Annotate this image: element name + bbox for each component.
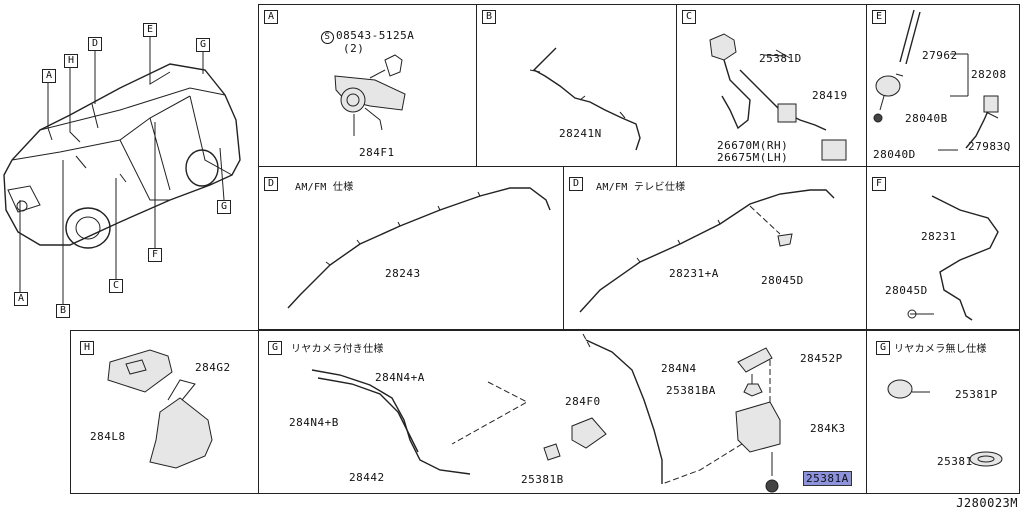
part-label-26670m[interactable]: 26670M(RH) bbox=[717, 139, 789, 152]
spec-label: AM/FM テレビ仕様 bbox=[596, 182, 686, 193]
panel-tag: G bbox=[876, 341, 890, 355]
vehicle-illustration bbox=[3, 36, 241, 304]
vehicle-callout-c[interactable]: A bbox=[42, 69, 56, 83]
panel-tag: G bbox=[268, 341, 282, 355]
spec-label: AM/FM 仕様 bbox=[295, 182, 354, 193]
part-label-28045d-f[interactable]: 28045D bbox=[885, 284, 928, 297]
part-label-28419[interactable]: 28419 bbox=[812, 89, 848, 102]
panel-b: B 28241N bbox=[476, 4, 677, 167]
part-label-28231a[interactable]: 28231+A bbox=[669, 267, 719, 280]
part-label-284k3[interactable]: 284K3 bbox=[810, 422, 846, 435]
vehicle-callout-d[interactable]: D bbox=[88, 37, 102, 51]
panel-tag: D bbox=[569, 177, 583, 191]
vehicle-callout-g-top[interactable]: G bbox=[196, 38, 210, 52]
part-label-25381d[interactable]: 25381D bbox=[759, 52, 802, 65]
part-label-28442[interactable]: 28442 bbox=[349, 471, 385, 484]
part-label-26675m[interactable]: 26675M(LH) bbox=[717, 151, 789, 164]
part-label-25381a-highlighted[interactable]: 25381A bbox=[803, 471, 852, 486]
diagram-id: J280023M bbox=[956, 496, 1018, 510]
spec-label: リヤカメラ付き仕様 bbox=[291, 344, 384, 355]
panel-tag: D bbox=[264, 177, 278, 191]
part-label-28208[interactable]: 28208 bbox=[971, 68, 1007, 81]
part-label-284n4b[interactable]: 284N4+B bbox=[289, 416, 339, 429]
panel-tag: H bbox=[80, 341, 94, 355]
part-label-284f1[interactable]: 284F1 bbox=[359, 146, 395, 159]
part-label-28045d[interactable]: 28045D bbox=[761, 274, 804, 287]
panel-tag: E bbox=[872, 10, 886, 24]
panel-tag: B bbox=[482, 10, 496, 24]
vehicle-callout-f[interactable]: F bbox=[148, 248, 162, 262]
part-label-284l8[interactable]: 284L8 bbox=[90, 430, 126, 443]
part-label-28243[interactable]: 28243 bbox=[385, 267, 421, 280]
part-label-284f0[interactable]: 284F0 bbox=[565, 395, 601, 408]
vehicle-callout-a[interactable]: A bbox=[14, 292, 28, 306]
panel-tag: F bbox=[872, 177, 886, 191]
panel-tag: A bbox=[264, 10, 278, 24]
part-label-27983q[interactable]: 27983Q bbox=[968, 140, 1011, 153]
vehicle-callout-b[interactable]: B bbox=[56, 304, 70, 318]
part-label-284n4a[interactable]: 284N4+A bbox=[375, 371, 425, 384]
part-label-25381ba[interactable]: 25381BA bbox=[666, 384, 716, 397]
panel-g-no-camera: G リヤカメラ無し仕様 25381P 25381G bbox=[866, 330, 1020, 494]
panel-tag: C bbox=[682, 10, 696, 24]
part-label-28040b[interactable]: 28040B bbox=[905, 112, 948, 125]
part-label-25381p[interactable]: 25381P bbox=[955, 388, 998, 401]
part-label-28040d[interactable]: 28040D bbox=[873, 148, 916, 161]
panel-c: C 25381D 28419 26670M(RH) 26675M(LH) bbox=[676, 4, 867, 167]
vehicle-callout-g-right[interactable]: G bbox=[217, 200, 231, 214]
special-marker: S bbox=[321, 31, 334, 44]
part-number: 08543-5125A bbox=[336, 29, 415, 42]
part-label-28231[interactable]: 28231 bbox=[921, 230, 957, 243]
panel-d-amfm-tv: D AM/FM テレビ仕様 28231+A 28045D bbox=[563, 166, 867, 330]
spec-label: リヤカメラ無し仕様 bbox=[894, 344, 987, 355]
part-label-284n4[interactable]: 284N4 bbox=[661, 362, 697, 375]
panel-g-rear-camera: G リヤカメラ付き仕様 284N4+A 284N4+B 28442 284F0 … bbox=[258, 330, 867, 494]
part-label-284g2[interactable]: 284G2 bbox=[195, 361, 231, 374]
vehicle-callout-h[interactable]: H bbox=[64, 54, 78, 68]
vehicle-callout-c-bottom[interactable]: C bbox=[109, 279, 123, 293]
part-qty: (2) bbox=[343, 42, 365, 55]
vehicle-callout-e[interactable]: E bbox=[143, 23, 157, 37]
panel-d-amfm: D AM/FM 仕様 28243 bbox=[258, 166, 564, 330]
panel-h: H 284G2 284L8 bbox=[70, 330, 259, 494]
part-label-25381g[interactable]: 25381G bbox=[937, 455, 980, 468]
part-label-27962[interactable]: 27962 bbox=[922, 49, 958, 62]
panel-f: F 28231 28045D bbox=[866, 166, 1020, 330]
panel-e: E 27962 28208 28040B 28040D 27983Q bbox=[866, 4, 1020, 167]
part-label-25381b[interactable]: 25381B bbox=[521, 473, 564, 486]
part-label-28241n[interactable]: 28241N bbox=[559, 127, 602, 140]
part-label-28452p[interactable]: 28452P bbox=[800, 352, 843, 365]
